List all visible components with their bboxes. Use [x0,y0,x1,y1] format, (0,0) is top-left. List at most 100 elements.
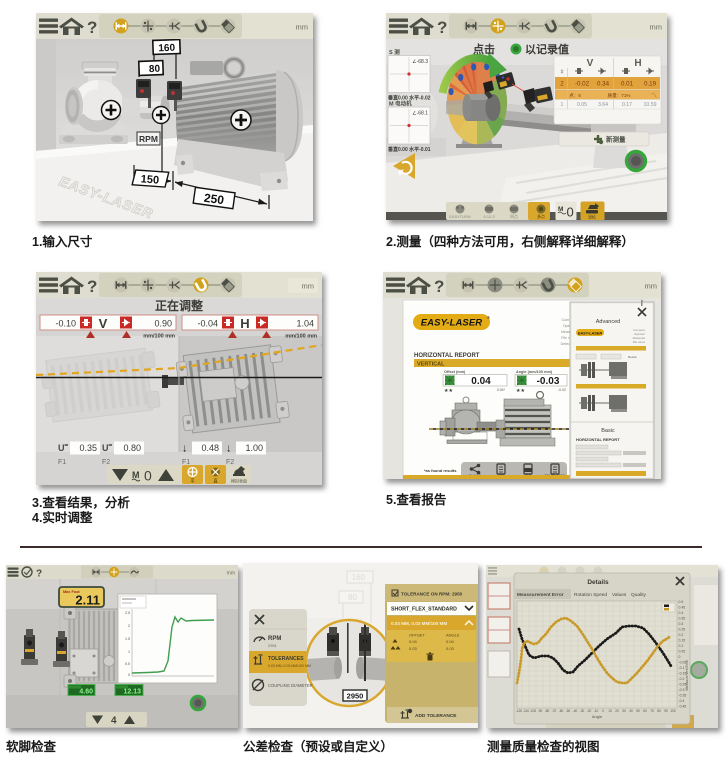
svg-text:Operator: Operator [634,332,645,336]
svg-text:RPM: RPM [139,134,158,144]
svg-text:-0.05: -0.05 [679,661,687,665]
svg-text:Max Foot: Max Foot [63,590,80,594]
svg-text:Company: Company [562,318,578,322]
svg-text:0.03: 0.03 [409,646,418,651]
svg-text:∠-68.1: ∠-68.1 [412,111,428,117]
svg-text:2.11: 2.11 [75,593,100,608]
svg-text:Rotation Speed: Rotation Speed [574,592,607,598]
svg-text:四点: 四点 [510,214,518,219]
svg-text:0: 0 [679,655,681,659]
svg-text:模拟表盘: 模拟表盘 [231,478,247,484]
svg-text:H: H [240,316,249,331]
svg-text:V: V [587,58,594,69]
svg-text:1.04: 1.04 [296,319,314,329]
svg-text:0.34: 0.34 [597,81,610,88]
svg-text:160: 160 [158,43,175,55]
svg-text:160: 160 [352,573,366,582]
svg-text:60: 60 [643,709,647,713]
svg-text:0.01: 0.01 [621,81,634,88]
svg-text:S 测: S 测 [389,48,400,56]
svg-text:0.04: 0.04 [446,639,455,644]
svg-text:HORIZONTAL REPORT: HORIZONTAL REPORT [414,353,480,359]
svg-text:1.00: 1.00 [245,443,263,453]
svg-text:EASY-LASER: EASY-LASER [578,331,602,335]
svg-text:2950: 2950 [347,692,364,701]
svg-text:↓: ↓ [182,443,188,455]
svg-text:mm: mm [302,282,315,291]
svg-text:1.5: 1.5 [125,637,130,641]
svg-text:-0.2: -0.2 [679,677,685,681]
svg-text:0.17: 0.17 [622,102,632,108]
svg-text:★★: ★★ [516,388,525,394]
svg-text:垂直0.00 水平-0.01: 垂直0.00 水平-0.01 [388,146,431,153]
svg-text:Offset (mm): Offset (mm) [444,370,466,374]
svg-text:-30: -30 [580,709,585,713]
svg-text:U: U [102,443,109,453]
svg-text:2: 2 [560,81,564,88]
svg-text:-0.25: -0.25 [679,683,687,687]
svg-text:直: 直 [213,478,218,484]
svg-text:Details: Details [587,579,609,586]
svg-text:★★: ★★ [444,388,453,394]
svg-text:0: 0 [128,673,130,677]
svg-text:TOLERANCES: TOLERANCES [268,656,304,662]
svg-text:0.03 MM, 0.03 MM/100 MM: 0.03 MM, 0.03 MM/100 MM [268,664,311,668]
svg-text:Values: Values [612,592,627,598]
svg-text:-50: -50 [566,709,571,713]
svg-text:-0.10: -0.10 [55,319,76,329]
svg-text:?: ? [36,569,42,580]
svg-text:9-12-3: 9-12-3 [483,214,494,219]
svg-text:Measurement Error: Measurement Error [685,659,689,691]
svg-text:?: ? [87,277,97,296]
svg-text:10: 10 [608,709,612,713]
svg-text:4.60: 4.60 [79,689,93,696]
svg-text:VERTICAL: VERTICAL [417,362,445,368]
svg-text:F2: F2 [226,459,234,466]
svg-text:↓: ↓ [226,443,232,455]
svg-text:2951: 2951 [268,643,278,648]
svg-text:-90: -90 [538,709,543,713]
svg-text:3.64: 3.64 [598,102,608,108]
svg-text:-0.1: -0.1 [679,666,685,670]
svg-text:1: 1 [128,650,130,654]
svg-text:2.5: 2.5 [125,611,130,615]
svg-text:COUPLING DIAMETER: COUPLING DIAMETER [268,683,313,688]
svg-text:0: 0 [567,205,574,220]
svg-text:?: ? [87,18,97,37]
svg-text:4: 4 [111,716,117,727]
svg-text:-40: -40 [573,709,578,713]
svg-text:Quality: Quality [631,592,647,598]
svg-text:80: 80 [657,709,661,713]
svg-text:Advanced: Advanced [596,319,620,325]
svg-text:0.04: 0.04 [409,639,418,644]
svg-text:mm/100 mm: mm/100 mm [143,334,175,340]
svg-text:点：6: 点：6 [569,93,581,99]
svg-text:U: U [58,443,65,453]
svg-text:80: 80 [348,593,357,602]
svg-text:0.05: 0.05 [577,102,587,108]
svg-text:0.04: 0.04 [471,376,491,387]
svg-text:点击: 点击 [473,42,495,56]
svg-text:0.25: 0.25 [679,628,686,632]
svg-text:20: 20 [615,709,619,713]
svg-text:mm: mm [296,23,309,32]
svg-text:?: ? [434,277,444,296]
svg-text:F2: F2 [102,459,110,466]
svg-text:-120: -120 [516,709,523,713]
svg-text:EASYTURN: EASYTURN [449,214,470,219]
svg-text:File name: File name [561,336,577,340]
svg-text:Meassurement Error: Meassurement Error [517,592,564,598]
svg-text:质量：71%: 质量：71% [608,92,631,99]
svg-text:*as found results: *as found results [424,468,457,473]
svg-text:平: 平 [190,479,195,485]
svg-text:Company: Company [633,328,646,332]
svg-text:mm: mm [227,571,235,577]
svg-text:0.2: 0.2 [679,633,684,637]
svg-text:0.35: 0.35 [79,443,97,453]
svg-text:HORIZONTAL REPORT: HORIZONTAL REPORT [576,437,620,442]
svg-text:1: 1 [561,102,564,108]
svg-text:-60: -60 [559,709,564,713]
svg-text:M: M [132,470,140,480]
svg-text:F1: F1 [182,459,190,466]
svg-text:0.35: 0.35 [679,617,686,621]
